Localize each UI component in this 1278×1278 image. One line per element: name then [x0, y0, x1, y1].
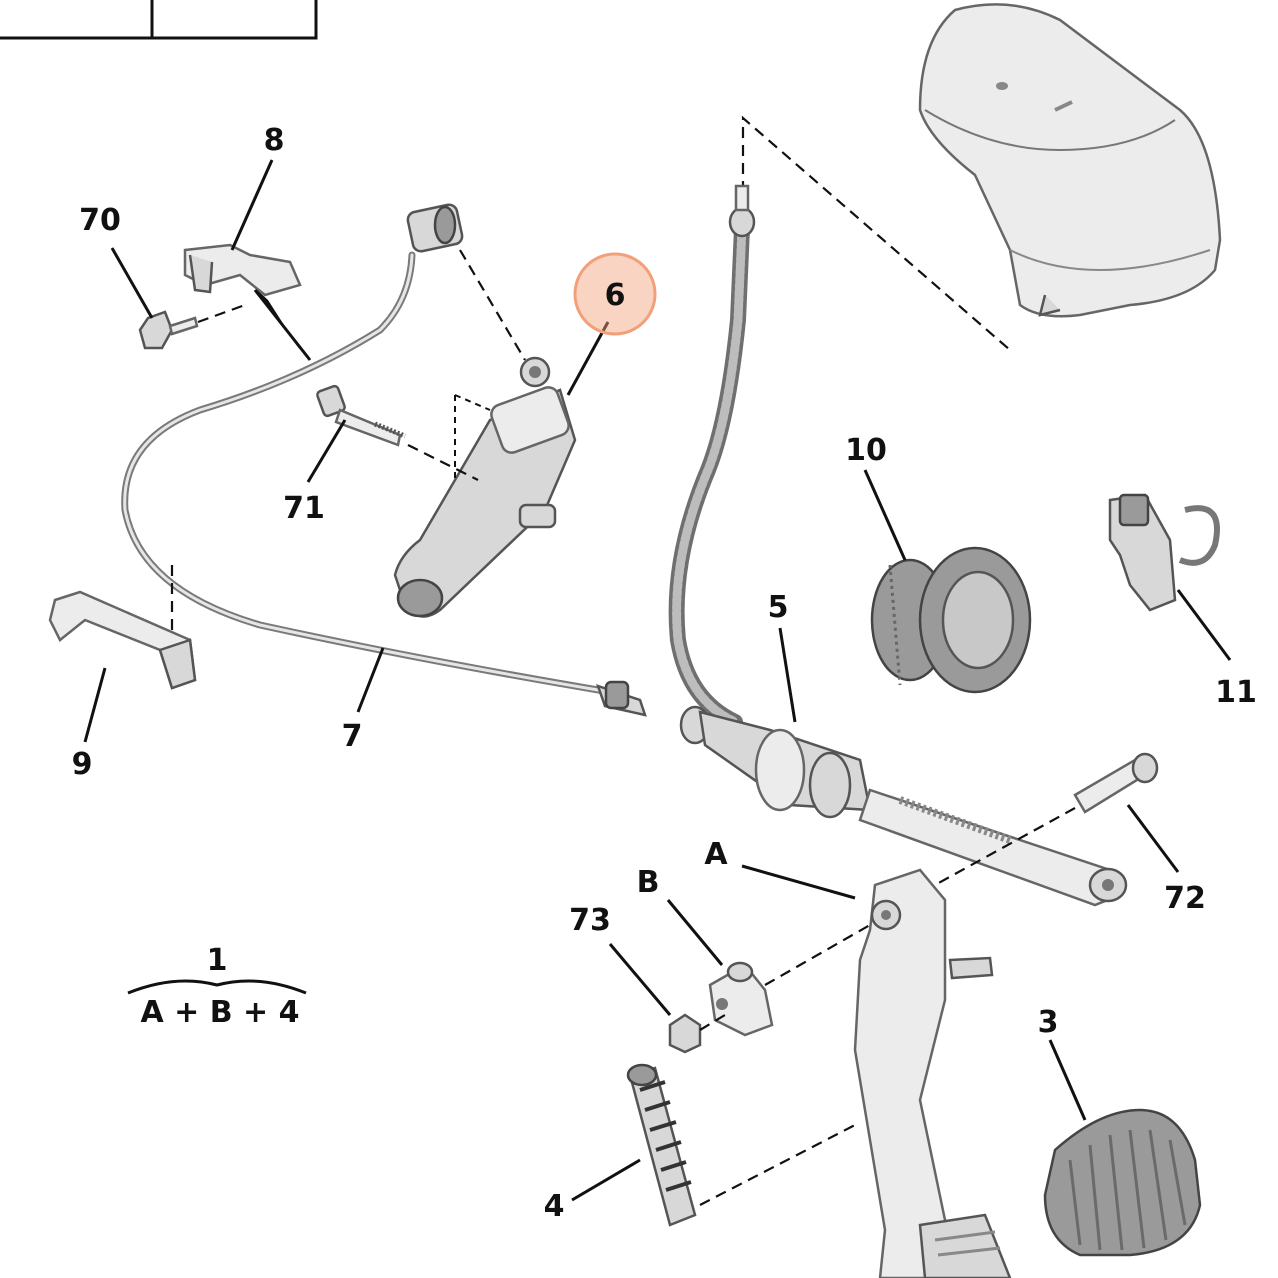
callout-6: 6	[605, 278, 626, 313]
callout-4: 4	[544, 1189, 565, 1224]
release-bearing	[870, 546, 1032, 694]
clutch-hose	[668, 184, 756, 730]
callout-A: A	[704, 837, 728, 872]
pivot-pin-b	[708, 924, 871, 1037]
slave-cylinder	[393, 356, 577, 618]
bracket-8	[183, 243, 312, 361]
callout-71: 71	[283, 491, 325, 526]
callout-5: 5	[768, 590, 789, 625]
assist-spring	[626, 1063, 856, 1227]
nut-73	[668, 1013, 726, 1054]
callout-10: 10	[845, 433, 887, 468]
assembly-composition: A + B + 4	[140, 995, 299, 1030]
bolt-70	[138, 303, 246, 350]
callout-labels: 70 8 6 71 10 11 5 9 7 A B 73 72 3 4	[72, 123, 1257, 1224]
callout-9: 9	[72, 747, 93, 782]
callout-B: B	[637, 865, 660, 900]
callout-8: 8	[264, 123, 285, 158]
callout-72: 72	[1164, 881, 1206, 916]
clutch-cable	[121, 203, 647, 717]
fluid-reservoir	[918, 3, 1222, 318]
highlight-marker	[573, 252, 657, 336]
leader-lines	[83, 159, 1232, 1202]
bolt-71	[316, 384, 479, 481]
master-cylinder	[679, 705, 1128, 907]
assembly-formula: 1 A + B + 4	[140, 943, 299, 1030]
callout-70: 70	[79, 203, 121, 238]
clutch-pedal-arm	[853, 868, 1012, 1278]
bolt-72	[934, 752, 1159, 886]
callout-73: 73	[569, 903, 611, 938]
reservoir-hose-link	[741, 115, 1011, 351]
reference-table-fragment	[0, 0, 318, 40]
bracket-9	[48, 565, 197, 690]
assembly-number: 1	[207, 943, 228, 978]
callout-3: 3	[1038, 1005, 1059, 1040]
callout-7: 7	[342, 719, 363, 754]
pedal-pad	[1043, 1108, 1202, 1257]
switch-11	[1108, 493, 1220, 612]
cable-cylinder-link	[459, 249, 526, 361]
callout-11: 11	[1215, 675, 1257, 710]
